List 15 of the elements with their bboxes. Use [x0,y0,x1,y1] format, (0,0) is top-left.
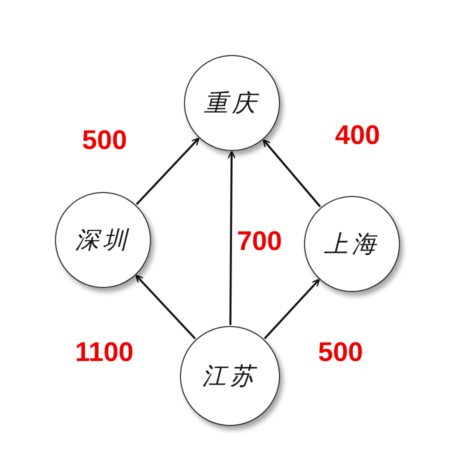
city-name: 江苏 [202,361,258,392]
city-name: 上海 [324,229,380,260]
edge-label: 700 [237,226,282,257]
edge-label: 1100 [75,337,134,368]
city-name: 深圳 [75,225,131,256]
arrow [135,274,196,340]
city-circle [180,326,280,426]
edge-label: 400 [335,120,380,151]
edge-label: 500 [318,337,364,368]
arrow [264,278,320,340]
city-name: 重庆 [204,88,260,119]
arrow [262,139,321,208]
arrow [227,150,236,325]
arrow [136,138,200,206]
edge-label: 500 [82,125,128,156]
